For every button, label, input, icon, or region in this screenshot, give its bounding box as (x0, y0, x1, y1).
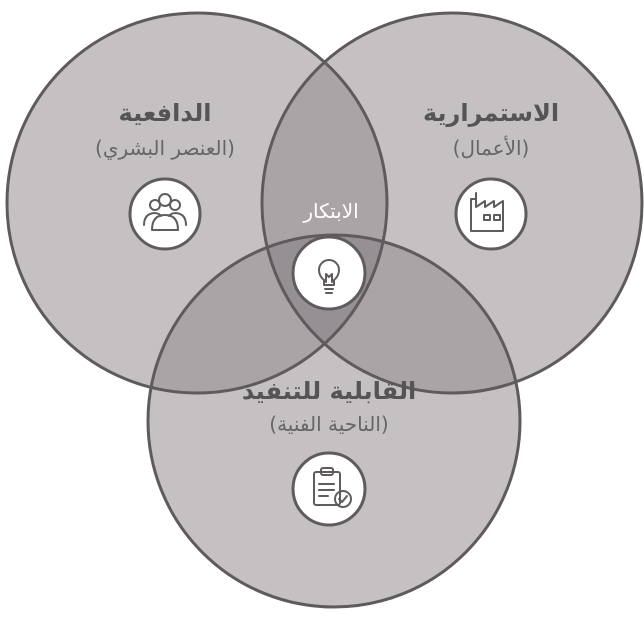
overlap-left-bottom (148, 235, 387, 393)
factory-icon (454, 177, 528, 251)
desirability-title: الدافعية (119, 99, 212, 127)
overlap-right-bottom (262, 235, 520, 393)
feasibility-subtitle: (الناحية الفنية) (269, 412, 388, 436)
viability-title: الاستمرارية (423, 99, 559, 127)
desirability-subtitle: (العنصر البشري) (95, 136, 235, 161)
feasibility-title: القابلية للتنفيذ (242, 377, 416, 405)
lightbulb-icon (291, 235, 367, 311)
viability-subtitle: (الأعمال) (453, 136, 530, 160)
clipboard-check-icon (291, 451, 367, 527)
circle-outlines (5, 11, 644, 609)
people-group-icon (128, 177, 202, 251)
innovation-label: الابتكار (302, 199, 358, 223)
